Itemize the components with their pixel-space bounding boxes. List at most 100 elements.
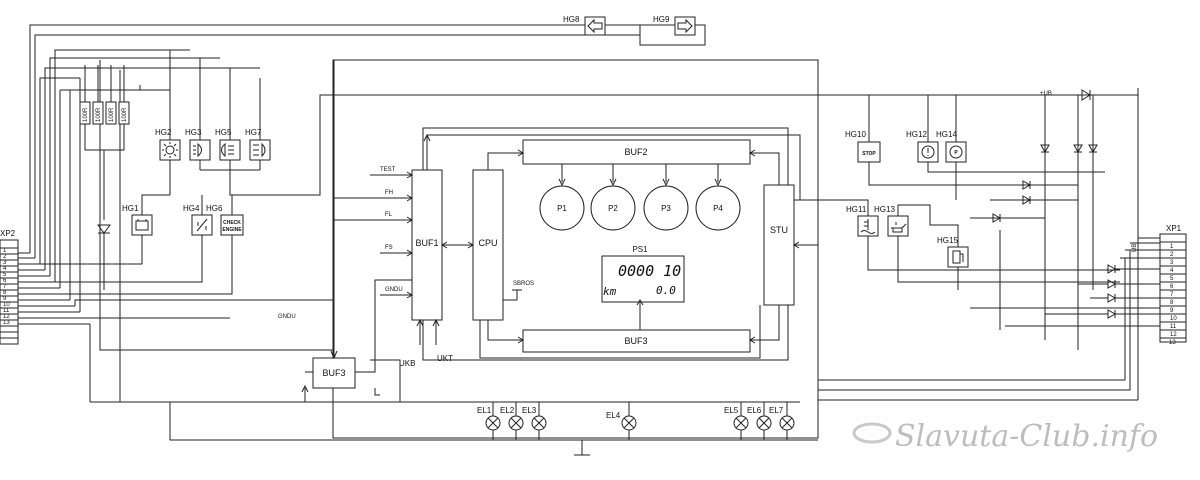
- buf3-left-block: BUF3: [312, 357, 356, 389]
- buf1-block: BUF1: [411, 169, 443, 321]
- hg7-indicator: [249, 139, 271, 161]
- svg-text:100R: 100R: [122, 107, 128, 122]
- svg-text:12: 12: [3, 314, 10, 320]
- lamp-el7: [779, 415, 795, 431]
- buf3-bottom-block: BUF3: [522, 329, 751, 353]
- svg-text:P: P: [954, 150, 958, 156]
- svg-text:2: 2: [3, 254, 7, 260]
- watermark-text: Slavuta-Club.info: [895, 419, 1158, 454]
- hg12-indicator: [917, 141, 939, 163]
- hg6-indicator: CHECK ENGINE: [220, 214, 244, 236]
- diode-r6: [992, 213, 1002, 223]
- ps1-label: PS1: [632, 245, 648, 254]
- svg-text:11: 11: [3, 308, 10, 314]
- svg-text:10: 10: [1170, 316, 1177, 322]
- ub-right-label: UB: [1132, 244, 1138, 252]
- coolant-icon: [860, 219, 876, 234]
- rear-fog-icon: [221, 142, 234, 158]
- sun-icon: [165, 145, 175, 155]
- el2-label: EL2: [500, 406, 515, 415]
- diode-r7: [1107, 264, 1117, 274]
- svg-text:8: 8: [3, 290, 7, 296]
- hg2-indicator: [159, 139, 181, 161]
- svg-text:7: 7: [3, 284, 7, 290]
- diode-r1: [1040, 144, 1050, 154]
- svg-text:3: 3: [1170, 260, 1174, 266]
- stu-label: STU: [770, 225, 788, 235]
- sbros-label: SBROS: [513, 281, 534, 287]
- buf1-label: BUF1: [415, 238, 438, 248]
- signal-gndu-bus: GNDU: [278, 314, 296, 320]
- diode-r5: [1022, 195, 1032, 205]
- svg-text:11: 11: [1170, 324, 1177, 330]
- svg-text:4: 4: [3, 266, 7, 272]
- stop-text: STOP: [862, 151, 876, 157]
- svg-text:12: 12: [1170, 332, 1177, 338]
- fog-light-icon: [193, 142, 202, 158]
- lamp-el5: [733, 415, 749, 431]
- svg-text:13: 13: [1169, 340, 1176, 346]
- el1-label: EL1: [477, 406, 492, 415]
- hg5-indicator: [219, 139, 241, 161]
- xp2-label: XP2: [0, 229, 16, 238]
- svg-text:P3: P3: [661, 204, 671, 213]
- diode-r10: [1107, 309, 1117, 319]
- svg-text:100R: 100R: [96, 107, 102, 122]
- svg-text:6: 6: [1170, 284, 1174, 290]
- lamp-el3: [531, 415, 547, 431]
- hg4-indicator: [191, 214, 213, 236]
- svg-text:9: 9: [3, 296, 7, 302]
- left-arrow-icon: [587, 18, 603, 34]
- diode-ub: [1081, 89, 1091, 101]
- hg15-indicator: [947, 246, 969, 268]
- hg8-label: HG8: [563, 15, 580, 24]
- hg3-label: HG3: [185, 128, 202, 137]
- oil-can-icon: [891, 222, 907, 233]
- hg11-label: HG11: [846, 205, 867, 214]
- check-engine-text-1: CHECK: [223, 220, 241, 226]
- ub-top-label: +UB: [1040, 91, 1052, 97]
- check-engine-text-2: ENGINE: [222, 227, 242, 233]
- svg-text:P2: P2: [608, 204, 618, 213]
- el5-label: EL5: [724, 406, 739, 415]
- diode-r9: [1107, 293, 1117, 303]
- svg-text:4: 4: [1170, 268, 1174, 274]
- signal-test: TEST: [380, 167, 396, 173]
- signal-gndu: GNDU: [385, 287, 403, 293]
- el4-label: EL4: [606, 411, 621, 420]
- right-arrow-icon: [677, 18, 693, 34]
- buf2-block: BUF2: [522, 139, 751, 165]
- hg8-indicator: [584, 16, 606, 36]
- gauge-p1: P1: [539, 185, 585, 231]
- hg10-label: HG10: [845, 130, 866, 139]
- watermark: Slavuta-Club.info: [852, 419, 1158, 454]
- signal-ukt: UKT: [437, 354, 453, 363]
- hg14-indicator: P: [945, 141, 967, 163]
- gauge-p2: P2: [590, 185, 636, 231]
- hg1-indicator: [131, 214, 153, 236]
- lamp-el2: [508, 415, 524, 431]
- svg-text:3: 3: [3, 260, 7, 266]
- svg-text:100R: 100R: [109, 107, 115, 122]
- el3-label: EL3: [522, 406, 537, 415]
- odometer-value: 0000 10: [618, 262, 681, 280]
- svg-text:13: 13: [3, 320, 10, 326]
- svg-text:1: 1: [1170, 244, 1174, 250]
- svg-text:P1: P1: [557, 204, 567, 213]
- cpu-block: CPU: [472, 169, 504, 321]
- svg-text:P4: P4: [713, 204, 723, 213]
- hg11-indicator: [857, 215, 879, 237]
- hg2-label: HG2: [155, 128, 172, 137]
- hg14-label: HG14: [936, 130, 957, 139]
- hg6-label: HG6: [206, 204, 223, 213]
- odometer-display: 0000 10 km 0.0: [601, 255, 685, 303]
- trip-unit: km: [603, 285, 617, 298]
- gauge-p3: P3: [643, 185, 689, 231]
- hg3-indicator: [189, 139, 211, 161]
- svg-text:7: 7: [1170, 292, 1174, 298]
- hg1-label: HG1: [122, 204, 139, 213]
- resistor-bank: 100R 100R 100R 100R: [79, 101, 130, 125]
- lamp-el1: [485, 415, 501, 431]
- hg10-indicator: STOP: [857, 141, 881, 163]
- trip-value: 0.0: [656, 284, 676, 297]
